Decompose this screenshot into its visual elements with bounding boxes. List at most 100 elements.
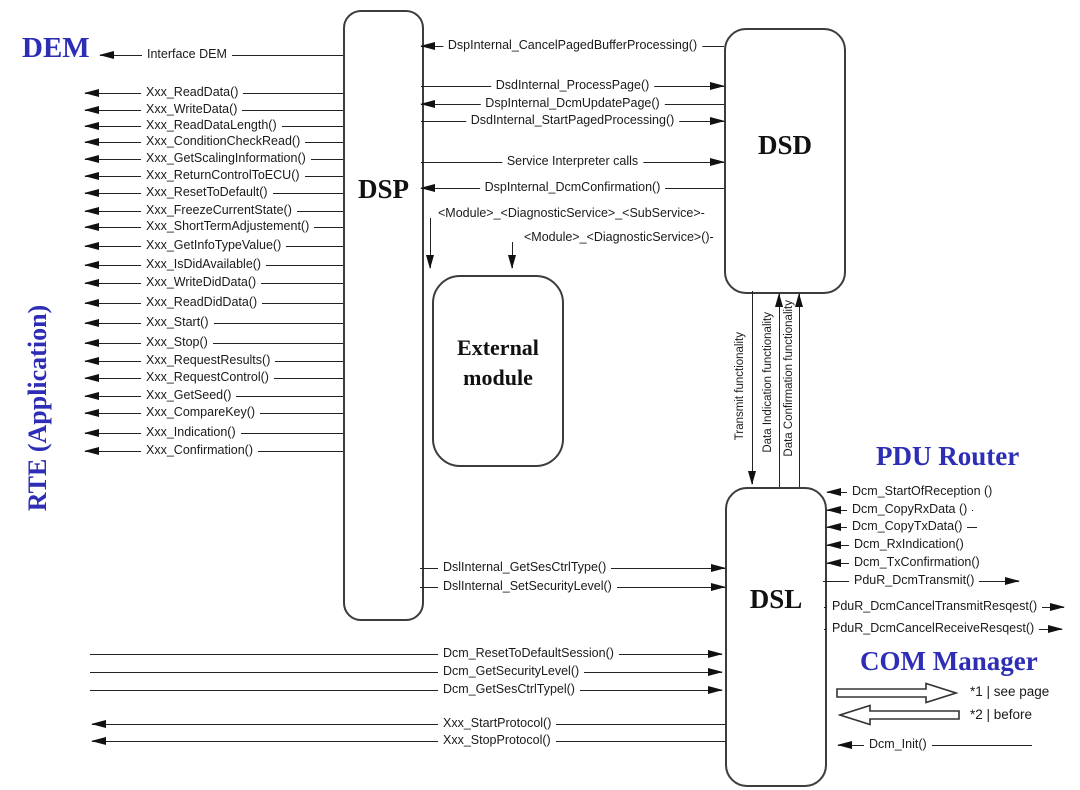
arrow-left-icon <box>420 99 435 108</box>
connector-row: DspInternal_DcmConfirmation() <box>420 180 724 195</box>
connector-row: Xxx_StopProtocol() <box>91 733 725 748</box>
arrow-right-icon <box>708 667 723 676</box>
arrow-right-icon <box>711 582 726 591</box>
data-indication-functionality-label: Data Indication functionality <box>762 312 774 453</box>
connector-row: DsdInternal_ProcessPage() <box>421 78 725 93</box>
connector-row: Xxx_RequestControl() <box>84 370 343 385</box>
arrow-right-icon <box>710 81 725 90</box>
connector-row: PduR_DcmTransmit() <box>823 573 1020 588</box>
com-note-2: *2 | before <box>970 707 1033 722</box>
connector-row: Xxx_IsDidAvailable() <box>84 257 343 272</box>
module-service-template-label: <Module>_<DiagnosticService>()- <box>524 230 714 244</box>
data-confirmation-functionality-label: Data Confirmation functionality <box>783 300 795 457</box>
arrow-right-icon <box>708 685 723 694</box>
connector-row: Xxx_Start() <box>84 315 343 330</box>
arrow-right-icon <box>710 157 725 166</box>
connector-to-external-module <box>425 218 434 269</box>
arrow-left-icon <box>99 50 114 59</box>
external-module-label-line1: External <box>457 335 539 360</box>
arrow-left-icon <box>826 558 841 567</box>
connector-row: Xxx_FreezeCurrentState() <box>84 203 343 218</box>
arrow-up-icon <box>774 293 783 307</box>
arrow-left-icon <box>420 41 435 50</box>
external-module-label-line2: module <box>463 365 533 390</box>
arrow-left-icon <box>826 505 841 514</box>
arrow-left-icon <box>84 171 99 180</box>
connector-row: Xxx_ShortTermAdjustement() <box>84 219 343 234</box>
arrow-left-icon <box>84 391 99 400</box>
arrow-right-icon <box>1048 624 1063 633</box>
connector-row: Xxx_RequestResults() <box>84 353 343 368</box>
dsp-module-box: DSP <box>343 10 424 621</box>
dsl-module-label: DSL <box>749 584 803 614</box>
arrow-left-icon <box>84 154 99 163</box>
arrow-left-icon <box>84 278 99 287</box>
connector-row: Xxx_ResetToDefault() <box>84 185 343 200</box>
arrow-left-icon <box>84 260 99 269</box>
arrow-right-icon <box>1050 602 1065 611</box>
connector-interface-dem: Interface DEM <box>99 47 343 62</box>
connector-to-external-module <box>507 242 516 269</box>
arrow-left-icon <box>84 373 99 382</box>
dem-heading: DEM <box>22 32 90 64</box>
dsd-module-box: DSD <box>724 28 846 294</box>
arrow-left-icon <box>84 121 99 130</box>
arrow-left-icon <box>84 105 99 114</box>
arrow-left-icon <box>84 241 99 250</box>
arrow-left-icon <box>826 522 841 531</box>
arrow-right-icon <box>711 563 726 572</box>
arrow-down-icon <box>425 255 434 269</box>
connector-row: PduR_DcmCancelReceiveResqest() <box>824 621 1063 636</box>
connector-row: Xxx_ReadDataLength() <box>84 118 343 133</box>
connector-row: DspInternal_DcmUpdatePage() <box>420 96 724 111</box>
connector-row: Xxx_ReturnControlToECU() <box>84 168 343 183</box>
connector-row: Xxx_CompareKey() <box>84 405 343 420</box>
connector-row: DslInternal_SetSecurityLevel() <box>420 579 726 594</box>
connector-row: DsdInternal_StartPagedProcessing() <box>421 113 725 128</box>
connector-row: Dcm_CopyRxData () <box>826 502 973 517</box>
arrow-left-icon <box>91 736 106 745</box>
arrow-left-icon <box>84 222 99 231</box>
transmit-functionality-connector <box>747 291 756 485</box>
arrow-down-icon <box>507 255 516 269</box>
arrow-down-icon <box>747 471 756 485</box>
arrow-right-icon <box>1005 576 1020 585</box>
connector-dcm-init: Dcm_Init() <box>837 737 1032 752</box>
arrow-up-icon <box>794 293 803 307</box>
arrow-left-icon <box>91 719 106 728</box>
connector-row: Xxx_ConditionCheckRead() <box>84 134 343 149</box>
connector-row: Dcm_ResetToDefaultSession() <box>90 646 723 661</box>
dsl-module-box: DSL <box>725 487 827 787</box>
rte-application-heading: RTE (Application) <box>23 304 52 512</box>
external-module-box: External module <box>432 275 564 467</box>
arrow-right-icon <box>708 649 723 658</box>
arrow-left-icon <box>84 137 99 146</box>
pdu-router-heading: PDU Router <box>876 441 1020 471</box>
arrow-left-icon <box>84 338 99 347</box>
connector-row: Xxx_GetInfoTypeValue() <box>84 238 343 253</box>
connector-row: Xxx_Indication() <box>84 425 343 440</box>
connector-row: Xxx_Confirmation() <box>84 443 343 458</box>
arrow-left-icon <box>84 428 99 437</box>
connector-row: Xxx_Stop() <box>84 335 343 350</box>
arrow-left-icon <box>826 487 841 496</box>
arrow-left-icon <box>84 88 99 97</box>
com-note-1: *1 | see page <box>970 684 1050 699</box>
com-manager-heading: COM Manager <box>860 646 1038 676</box>
arrow-left-icon <box>84 298 99 307</box>
connector-row: Dcm_StartOfReception () <box>826 484 998 499</box>
connector-row: Service Interpreter calls <box>421 154 725 169</box>
connector-row: Xxx_ReadDidData() <box>84 295 343 310</box>
arrow-left-icon <box>84 446 99 455</box>
connector-row: Xxx_GetScalingInformation() <box>84 151 343 166</box>
module-subservice-template-label: <Module>_<DiagnosticService>_<SubService… <box>438 206 705 220</box>
data-confirmation-connector <box>794 293 803 487</box>
arrow-left-icon <box>420 183 435 192</box>
connector-row: Dcm_TxConfirmation() <box>826 555 985 570</box>
hollow-arrow-right-icon <box>836 682 958 704</box>
arrow-left-icon <box>84 318 99 327</box>
arrow-left-icon <box>84 356 99 365</box>
arrow-left-icon <box>826 540 841 549</box>
connector-row: DspInternal_CancelPagedBufferProcessing(… <box>420 38 724 53</box>
dsp-module-label: DSP <box>357 174 409 204</box>
